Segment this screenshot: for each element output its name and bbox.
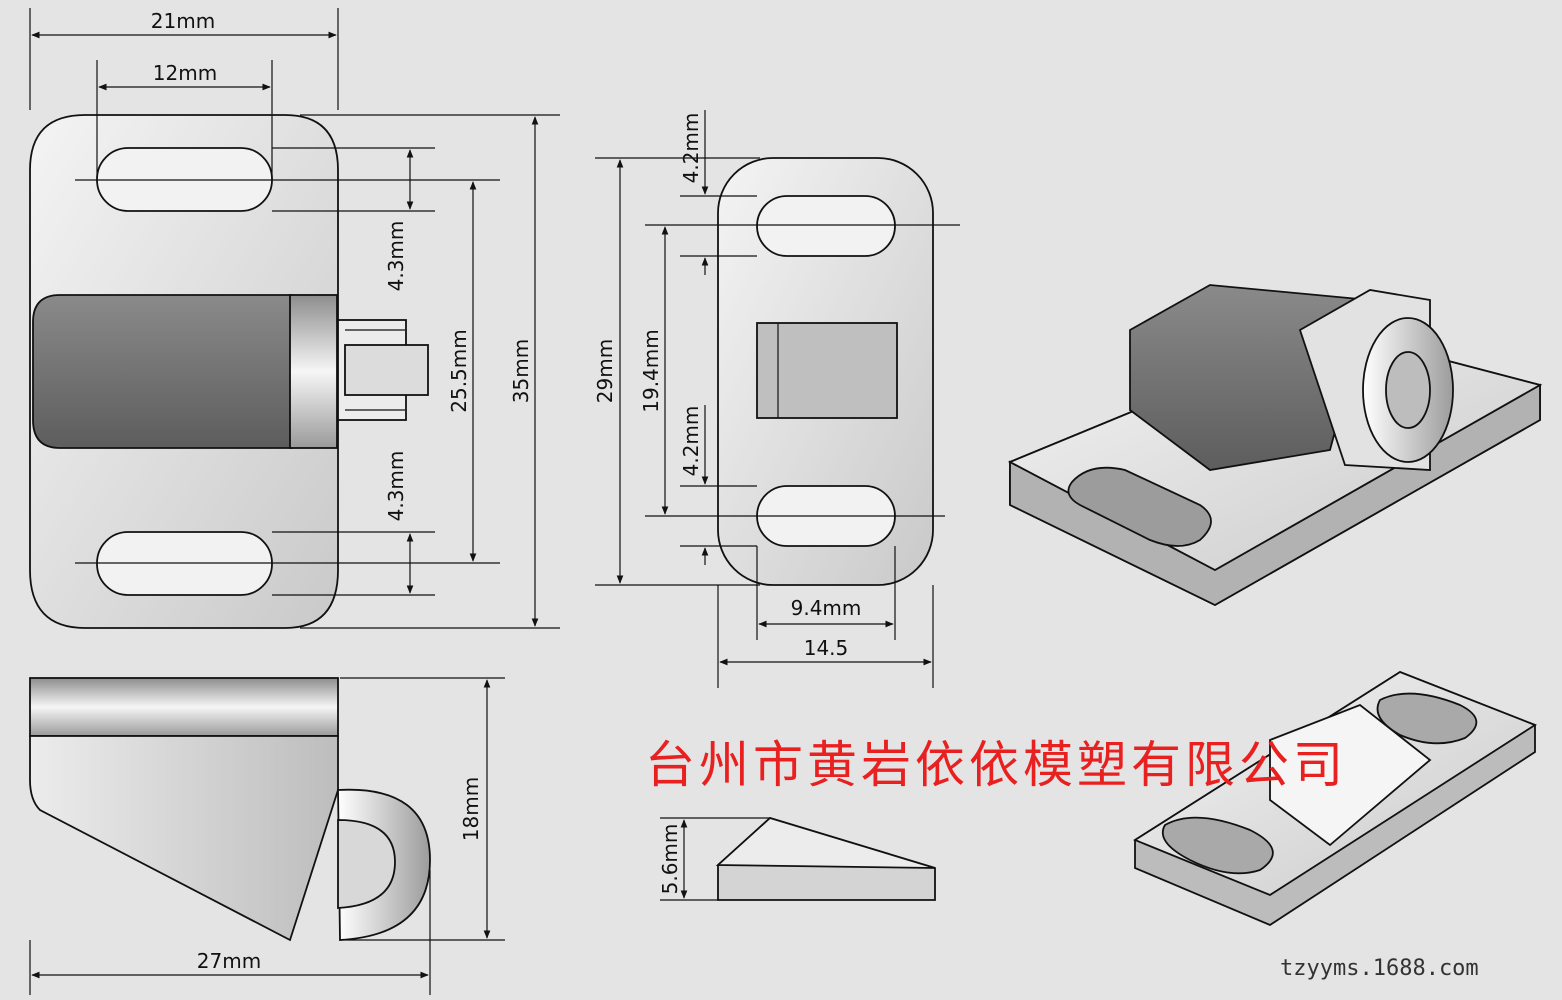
plate-view [717,157,934,586]
company-name: 台州市黄岩依依模塑有限公司 [645,736,1347,794]
dim-plate-slot-top: 4.2mm [679,113,703,184]
dim-wedge-height: 5.6mm [658,824,682,895]
isometric-catch [1007,284,1543,607]
dim-side-length: 27mm [197,949,261,973]
wedge-view [715,816,936,901]
dim-plate-slot-length: 9.4mm [791,596,862,620]
dim-plate-slot-spacing: 19.4mm [639,329,663,413]
isometric-plate [1133,670,1537,927]
dim-slot-width-top: 4.3mm [384,221,408,292]
dim-side-height: 18mm [459,777,483,841]
dim-slot-length: 12mm [153,61,217,85]
side-dimensions [29,677,505,995]
front-view [29,114,429,629]
dim-slot-width-bottom: 4.3mm [384,451,408,522]
dim-overall-width: 21mm [151,9,215,33]
dim-slot-center-spacing: 25.5mm [447,329,471,413]
dim-plate-width: 14.5 [804,636,849,660]
wedge-dimensions [660,817,770,901]
dim-overall-height: 35mm [509,339,533,403]
front-dimensions [29,8,560,629]
dim-plate-slot-bottom: 4.2mm [679,406,703,477]
dim-plate-height: 29mm [593,339,617,403]
website-url: tzyyms.1688.com [1280,956,1479,981]
side-view [29,677,431,942]
plate-dimensions [595,110,960,688]
